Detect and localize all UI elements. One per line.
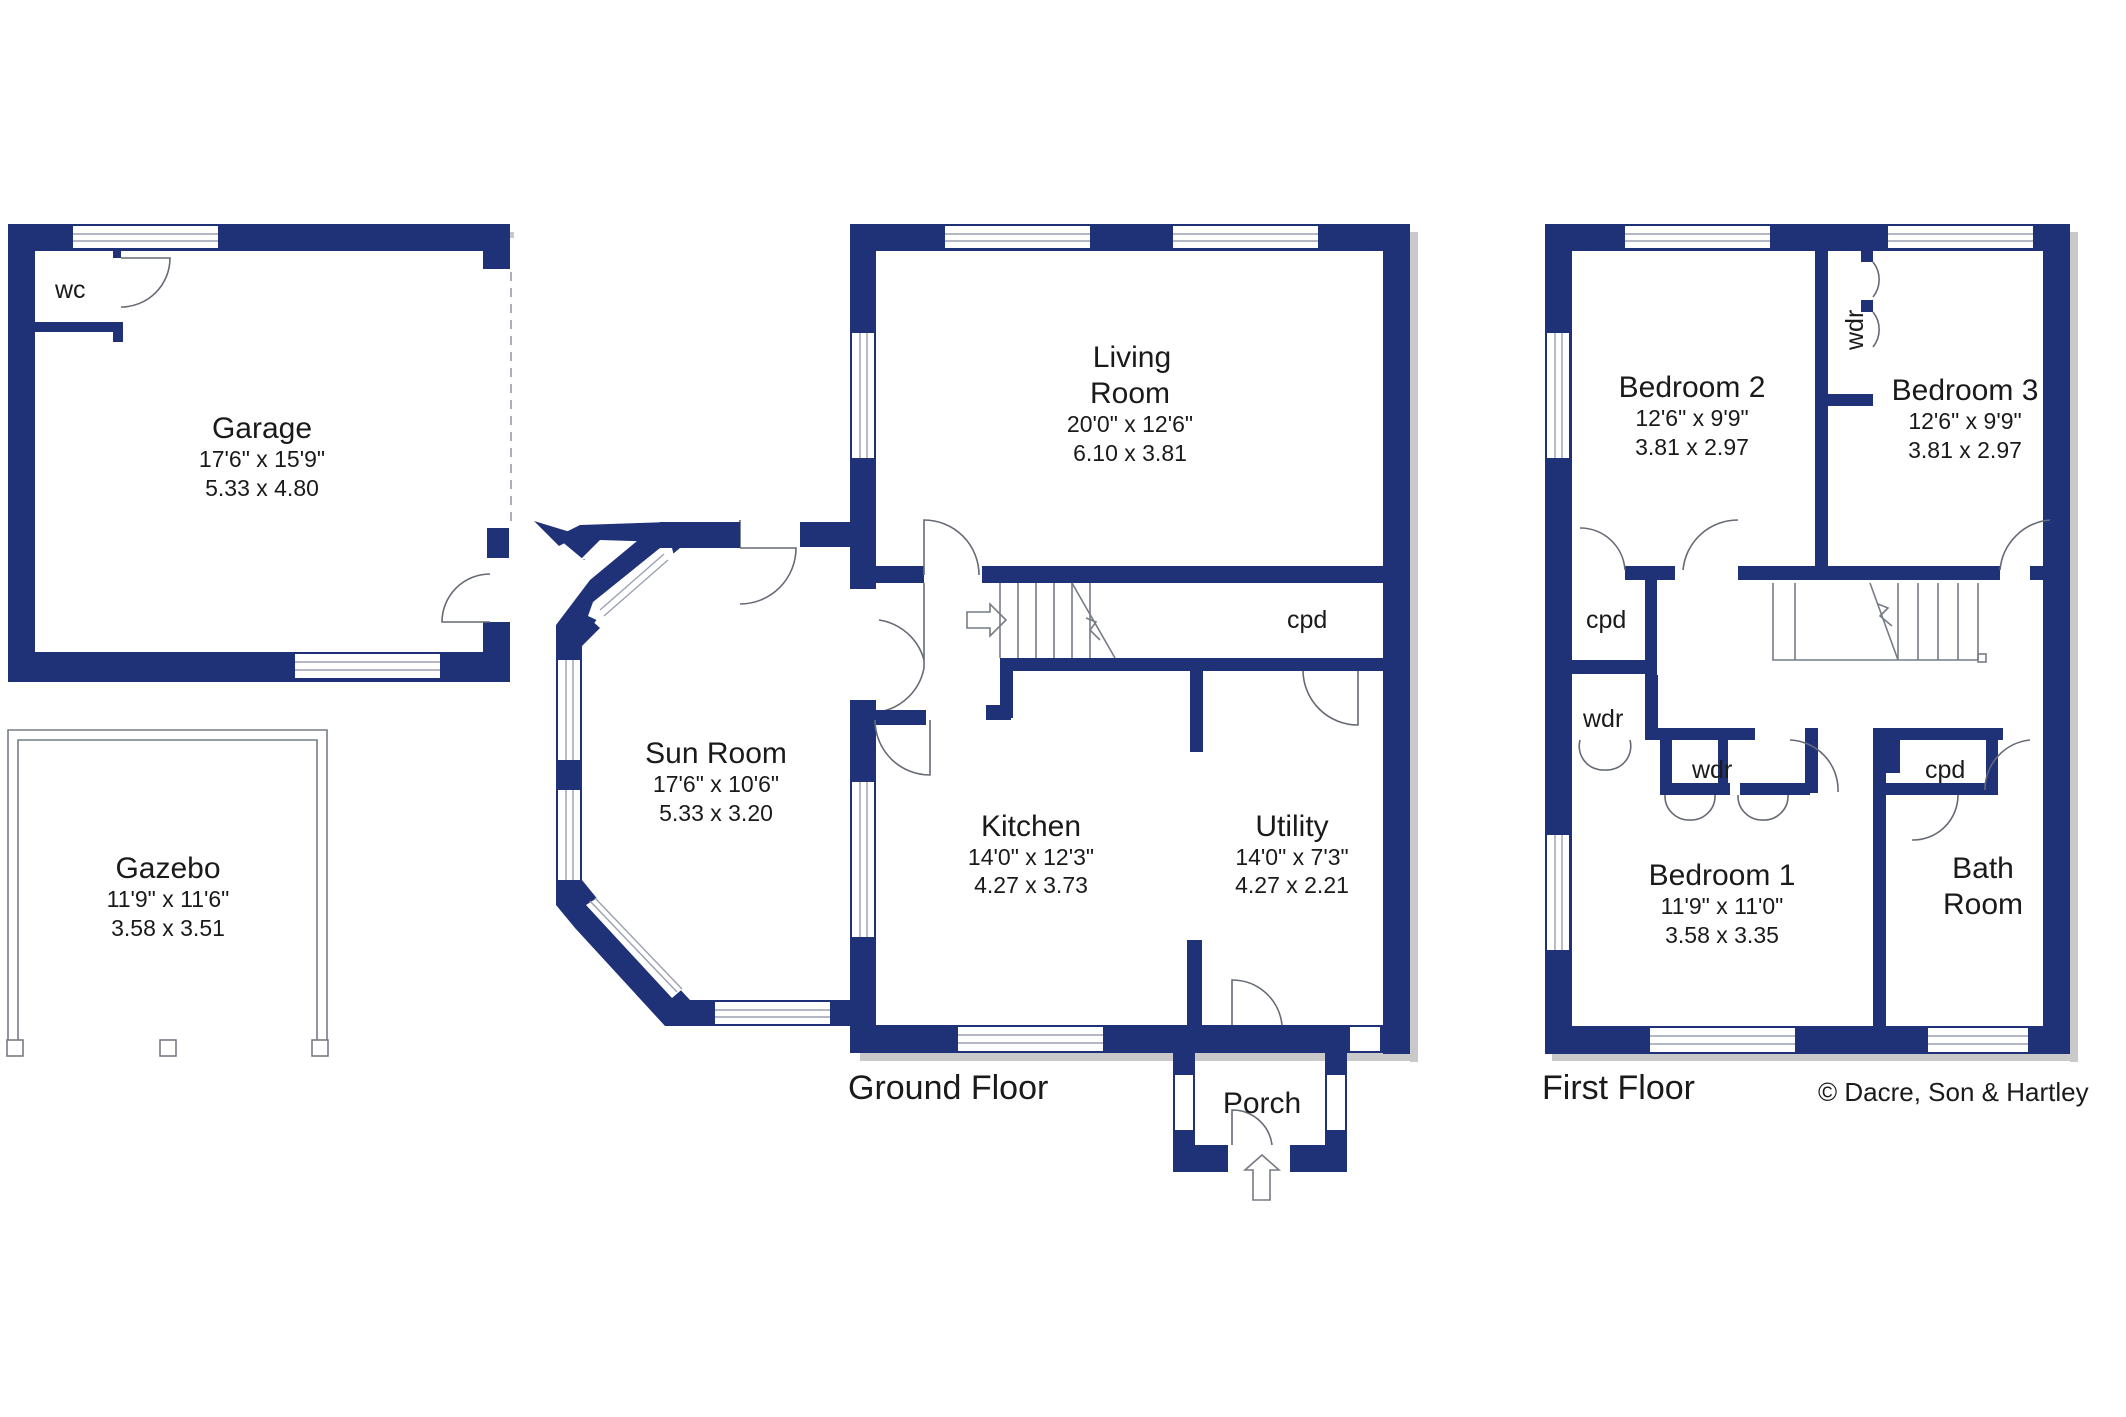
sun-room-outline — [556, 522, 740, 1026]
bedroom-1-name: Bedroom 1 — [1649, 859, 1796, 892]
cpd-landing-label: cpd — [1586, 606, 1626, 634]
bedroom-3-metric: 3.81 x 2.97 — [1908, 437, 2022, 463]
garage-building — [8, 224, 514, 682]
copyright-notice: © Dacre, Son & Hartley — [1818, 1077, 2089, 1107]
gazebo-imperial: 11'9" x 11'6" — [107, 886, 230, 912]
utility-name: Utility — [1255, 810, 1328, 843]
gazebo-name: Gazebo — [115, 852, 220, 885]
living-room-name-2: Room — [1090, 377, 1170, 410]
sun-room-imperial: 17'6" x 10'6" — [653, 771, 779, 797]
bedroom-1-imperial: 11'9" x 11'0" — [1661, 893, 1784, 919]
wdr-landing-label: wdr — [1582, 705, 1623, 733]
utility-metric: 4.27 x 2.21 — [1235, 872, 1349, 898]
cpd-bath-label: cpd — [1925, 756, 1965, 784]
bedroom-1-metric: 3.58 x 3.35 — [1665, 922, 1779, 948]
porch-name: Porch — [1223, 1087, 1301, 1120]
bedroom-3-imperial: 12'6" x 9'9" — [1908, 408, 2021, 434]
bath-room-name-2: Room — [1943, 888, 2023, 921]
kitchen-name: Kitchen — [981, 810, 1081, 843]
living-room-imperial: 20'0" x 12'6" — [1067, 411, 1193, 437]
kitchen-imperial: 14'0" x 12'3" — [968, 844, 1094, 870]
sun-room-name: Sun Room — [645, 737, 787, 770]
utility-imperial: 14'0" x 7'3" — [1235, 844, 1348, 870]
first-floor-plan — [1545, 224, 2078, 1062]
bath-room-name-1: Bath — [1952, 852, 2014, 885]
bedroom-2-metric: 3.81 x 2.97 — [1635, 434, 1749, 460]
wdr-bedroom-1-label: wdr — [1691, 756, 1732, 784]
bedroom-2-name: Bedroom 2 — [1619, 371, 1766, 404]
garage-metric: 5.33 x 4.80 — [205, 475, 319, 501]
wdr-bedroom-3-label: wdr — [1841, 310, 1869, 351]
gazebo-metric: 3.58 x 3.51 — [111, 915, 225, 941]
cpd-ground-label: cpd — [1287, 606, 1327, 634]
sun-room-metric: 5.33 x 3.20 — [659, 800, 773, 826]
living-room-metric: 6.10 x 3.81 — [1073, 440, 1187, 466]
first-floor-label: First Floor — [1542, 1069, 1695, 1107]
gazebo-structure — [6, 729, 329, 1057]
bedroom-2-imperial: 12'6" x 9'9" — [1635, 405, 1748, 431]
ground-floor-label: Ground Floor — [848, 1069, 1048, 1107]
living-room-name-1: Living — [1093, 341, 1171, 374]
garage-imperial: 17'6" x 15'9" — [199, 446, 325, 472]
ground-floor-plan — [800, 224, 1418, 1201]
wc-label: wc — [54, 276, 86, 304]
garage-name: Garage — [212, 412, 312, 445]
kitchen-metric: 4.27 x 3.73 — [974, 872, 1088, 898]
bedroom-3-name: Bedroom 3 — [1892, 374, 2039, 407]
